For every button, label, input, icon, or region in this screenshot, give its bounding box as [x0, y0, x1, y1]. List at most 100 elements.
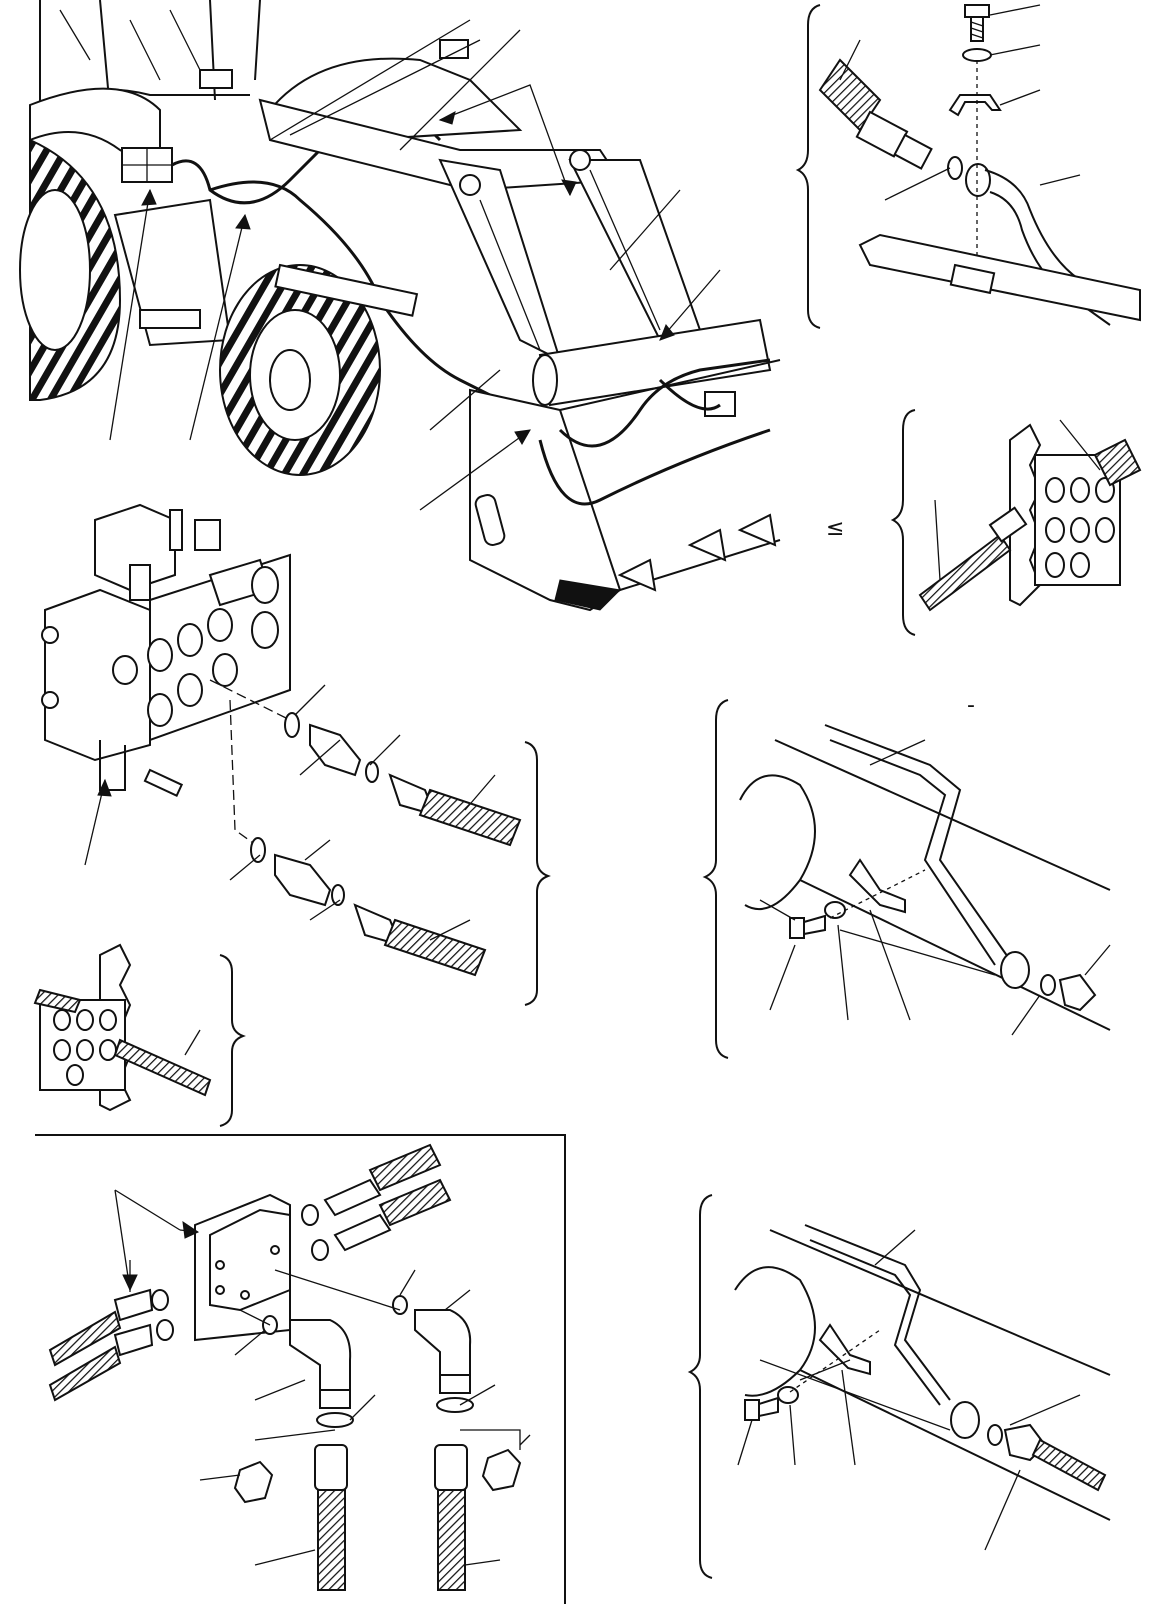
o-ring-icon [437, 1398, 473, 1412]
brace [893, 410, 915, 635]
pipe-clamp-detail-middle-right: - [705, 693, 1110, 1058]
machine-overview-panel [20, 0, 780, 610]
o-ring-icon [332, 885, 344, 905]
o-ring-icon [285, 713, 299, 737]
hose-icon [370, 1145, 440, 1190]
pipe-clamp-detail-top-right [798, 5, 1140, 328]
clamp-icon [850, 860, 905, 912]
washer-icon [778, 1387, 798, 1403]
elbow-adapter [415, 1310, 470, 1377]
adapter-fitting [895, 135, 932, 169]
cable-icon [920, 535, 1010, 610]
diverter-block [210, 1210, 290, 1310]
left-couplers [50, 1290, 173, 1400]
hose-icon [420, 790, 520, 845]
hose-icon [1033, 1440, 1105, 1490]
control-valve-fittings [42, 505, 548, 1005]
arrowheads [142, 112, 674, 444]
cable-icon [115, 1040, 210, 1095]
mirror-icon [440, 40, 468, 58]
cable-icon [1095, 440, 1140, 485]
hose-icon [385, 920, 485, 975]
bolt-icon [790, 916, 825, 938]
hose-nut-icon [435, 1445, 467, 1490]
pipe-clamp-detail-bottom-right [690, 1195, 1110, 1578]
loader-bucket [470, 360, 780, 610]
clamp-icon [820, 1325, 870, 1374]
adapter-fitting [310, 725, 360, 775]
o-ring-icon [393, 1296, 407, 1314]
o-ring-icon [157, 1320, 173, 1340]
blanking-nut-icon [483, 1450, 520, 1490]
elbow-fittings [263, 1296, 473, 1427]
bolt-icon [745, 1398, 778, 1420]
leader-lines [85, 685, 495, 940]
brace [690, 1195, 712, 1578]
bucket-harness [560, 360, 770, 446]
stray-mark: ≤ [826, 516, 844, 541]
bulkhead-detail-left [35, 945, 243, 1126]
blanking-nut-icon [235, 1462, 272, 1502]
diverter-block-inset [35, 1135, 565, 1604]
brace [525, 742, 548, 1005]
o-ring-icon [988, 1425, 1002, 1445]
switch-box-icon [705, 392, 735, 416]
pipe-nut-icon [966, 164, 990, 196]
brace [798, 5, 820, 328]
blanking-cap-icon [1060, 975, 1095, 1010]
pipe-nut-icon [951, 1402, 979, 1438]
hose-icon [438, 1490, 465, 1590]
hose-nut-icon [315, 1445, 347, 1490]
frame-outline [735, 1230, 1110, 1520]
bolt-icon [965, 5, 989, 41]
control-valve-block [42, 505, 290, 796]
inset-frame [35, 1135, 565, 1604]
quick-coupler [325, 1180, 380, 1215]
washer-icon [825, 902, 845, 918]
pipe-nut-icon [1001, 952, 1029, 988]
lift-ram [275, 265, 417, 316]
o-ring-icon [317, 1413, 353, 1427]
o-ring-icon [1041, 975, 1055, 995]
frame-plate [860, 235, 1140, 320]
cab [40, 0, 468, 115]
leader-lines [760, 740, 1110, 1035]
frame-outline [740, 740, 1110, 1030]
o-ring-icon [251, 838, 265, 862]
connector-block-icon [122, 148, 172, 182]
lamp-icon [200, 70, 232, 88]
hose-icon [50, 1347, 120, 1400]
steel-pipe [805, 1225, 950, 1405]
leader-lines [738, 1230, 1080, 1550]
upper-couplers [302, 1145, 450, 1260]
cable-plug [990, 508, 1026, 542]
quick-coupler [115, 1325, 152, 1355]
quick-coupler [335, 1215, 390, 1250]
o-ring-icon [302, 1205, 318, 1225]
hose-icon [318, 1490, 345, 1590]
brace [705, 700, 728, 1058]
washer-icon [963, 49, 991, 61]
step-tread [140, 310, 200, 328]
leader-lines [840, 5, 1080, 200]
elbow-adapter [290, 1320, 350, 1392]
bulkhead-detail-right: ≤ [826, 410, 1140, 635]
steel-pipe [825, 725, 1010, 965]
spool-pin [145, 770, 182, 796]
stray-mark: - [967, 693, 975, 718]
leader-lines [110, 20, 720, 510]
front-tyre [220, 265, 380, 475]
rear-tyre [20, 140, 120, 400]
hose-icon [50, 1312, 120, 1365]
valve-ports [148, 567, 278, 726]
adapter-fitting [275, 855, 330, 905]
hose-icon [380, 1180, 450, 1225]
o-ring-icon [948, 157, 962, 179]
o-ring-icon [312, 1240, 328, 1260]
connector-ports [1046, 478, 1114, 577]
o-ring-icon [152, 1290, 168, 1310]
lower-hoses [235, 1445, 520, 1590]
cable-icon [35, 990, 80, 1012]
brace [220, 955, 243, 1126]
